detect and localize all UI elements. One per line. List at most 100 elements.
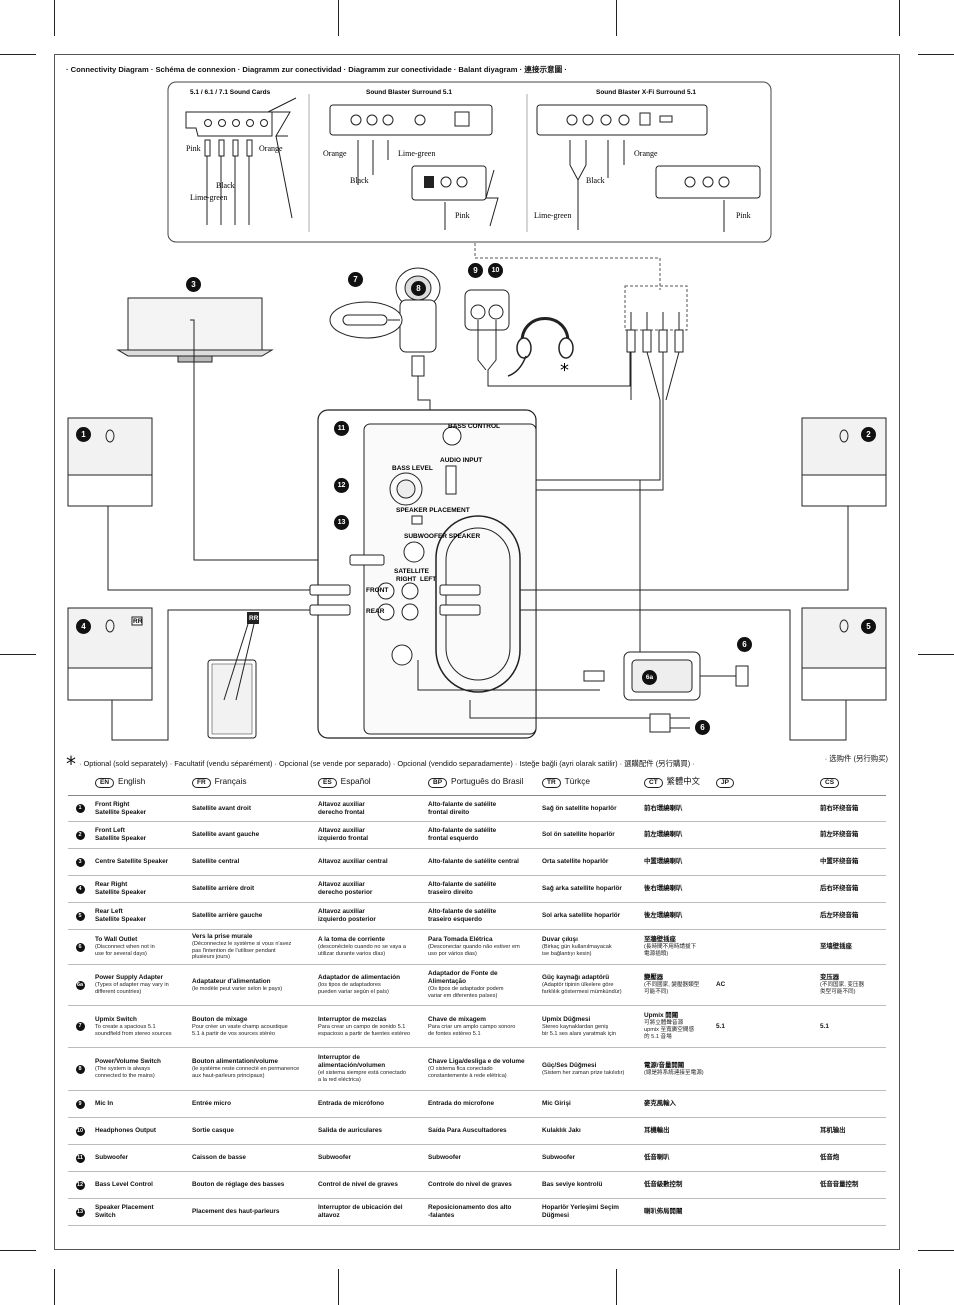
panel-title-sb-surround: Sound Blaster Surround 5.1 [366, 89, 452, 96]
cell-title: Entrada do microfone [428, 1100, 495, 1107]
table-cell-bp: Alto-falante de satélite traseiro direit… [425, 875, 539, 903]
language-code-badge: BP [428, 777, 448, 789]
row-number-badge: 6 [75, 942, 85, 952]
cell-title: Sortie casque [192, 1127, 234, 1134]
rr-tag-cable: RR [249, 615, 259, 622]
cell-title: 低音炮 [820, 1154, 840, 1161]
table-cell-en: Mic In [92, 1090, 189, 1118]
cell-title: Altavoz auxiliar derecho frontal [318, 800, 365, 816]
cable-label-strip [207, 623, 257, 739]
cell-title: Subwoofer [318, 1154, 352, 1161]
centre-satellite-speaker [116, 297, 350, 561]
table-cell-tr: Sol ön satellite hoparlör [539, 821, 641, 849]
callout-6a: 6a [642, 670, 657, 685]
table-cell-es: Adaptador de alimentación(los tipos de a… [315, 964, 425, 1006]
cell-subtitle: To create a spacious 5.1 soundfield from… [95, 1023, 172, 1037]
cell-title: Mic Girişi [542, 1100, 571, 1107]
table-cell-ct: 後右環繞喇叭 [641, 875, 713, 903]
table-cell-ct: Upmix 開關可將立體聲音源 upmix 至寬廣空間感 的 5.1 音場 [641, 1005, 713, 1048]
table-cell-es: Interruptor de ubicación del altavoz [315, 1198, 425, 1226]
cell-title: 5.1 [716, 1022, 725, 1030]
cell-title: Chave de mixagem [428, 1015, 486, 1023]
cell-title: Bouton de mixage [192, 1015, 248, 1023]
table-cell-fr: Adaptateur d'alimentation(le modèle peut… [189, 964, 315, 1006]
table-cell-cs [817, 1198, 886, 1226]
callout-4: 4 [76, 619, 91, 634]
sb-xfi-label-pink: Pink [736, 211, 751, 220]
cell-title: Rear Left Satellite Speaker [95, 908, 147, 923]
cell-title: Speaker Placement Switch [95, 1204, 154, 1219]
cell-title: Para Tomada Elétrica [428, 936, 493, 944]
label-rear: REAR [366, 608, 385, 615]
cell-title: Satellite avant droit [192, 804, 251, 812]
cell-subtitle: (不同國家, 變壓器類型 可能不同) [644, 982, 700, 995]
table-cell-cs: 前左环绕音箱 [817, 821, 886, 849]
row-number-cell: 13 [68, 1198, 92, 1226]
table-cell-cs: 前右环绕音箱 [817, 795, 886, 822]
panel-title-sound-cards: 5.1 / 6.1 / 7.1 Sound Cards [190, 89, 271, 96]
cell-title: Sağ arka satellite hoparlör [542, 885, 622, 892]
cell-title: Bouton de réglage des basses [192, 1181, 285, 1188]
table-cell-bp: Controle do nivel de graves [425, 1171, 539, 1199]
cell-title: A la toma de corriente [318, 936, 385, 944]
language-name: Français [214, 775, 247, 786]
language-name: English [118, 775, 146, 786]
callout-11: 11 [334, 421, 349, 436]
sound-card-label-black: Black [216, 181, 235, 190]
table-cell-jp [713, 821, 817, 849]
row-number-badge: 8 [75, 1064, 85, 1074]
cell-title: 低音音量控制 [820, 1181, 859, 1188]
sb-xfi-label-orange: Orange [634, 149, 658, 158]
cell-title: Upmix Switch [95, 1015, 137, 1023]
table-cell-cs: 中置环绕音箱 [817, 848, 886, 876]
page-frame [54, 54, 900, 1250]
table-cell-en: To Wall Outlet(Disconnect when not in us… [92, 929, 189, 965]
cell-title: 前左環繞喇叭 [644, 831, 683, 838]
cell-title: Entrée micro [192, 1100, 232, 1107]
sound-card-label-orange: Orange [259, 144, 283, 153]
callout-10: 10 [488, 263, 503, 278]
table-cell-en: Rear Right Satellite Speaker [92, 875, 189, 903]
row-number-cell: 6 [68, 929, 92, 965]
cell-title: 中置环绕音箱 [820, 858, 859, 865]
cell-title: Upmix 開關 [644, 1012, 679, 1020]
cell-subtitle: (le modèle peut varier selon le pays) [192, 985, 283, 992]
cell-title: 前左环绕音箱 [820, 831, 859, 838]
satellite-speaker-rear-left [801, 607, 887, 701]
cell-title: Headphones Output [95, 1127, 157, 1134]
mic-headphone-jacks [464, 289, 631, 387]
table-cell-tr: Mic Girişi [539, 1090, 641, 1118]
cell-title: Hoparlör Yerleşimi Seçim Düğmesi [542, 1204, 619, 1219]
table-cell-es: Altavoz auxiliar izquierdo posterior [315, 902, 425, 930]
table-row: 6 To Wall Outlet(Disconnect when not in u… [68, 929, 886, 965]
cell-title: Control de nivel de graves [318, 1181, 398, 1188]
optional-note: *· Optional (sold separately) · Facultat… [66, 752, 896, 776]
optional-text: · Optional (sold separately) · Facultati… [79, 759, 695, 768]
table-cell-tr: Sağ ön satellite hoparlör [539, 795, 641, 822]
cell-title: 中置環繞喇叭 [644, 858, 683, 865]
cell-subtitle: (總是將系統連接至電源) [644, 1069, 704, 1076]
table-cell-jp [713, 1198, 817, 1226]
row-number-cell: 1 [68, 795, 92, 822]
language-name: Português do Brasil [451, 775, 524, 786]
cell-title: 喇叭佈局開關 [644, 1208, 683, 1215]
rca-plugs [309, 554, 481, 616]
table-cell-jp [713, 929, 817, 965]
table-cell-cs: 后右环绕音箱 [817, 875, 886, 903]
cell-title: Güç kaynağı adaptörü [542, 974, 610, 982]
table-cell-en: Power Supply Adapter(Types of adapter ma… [92, 964, 189, 1006]
table-cell-fr: Vers la prise murale(Déconnectez le syst… [189, 929, 315, 965]
row-number-cell: 10 [68, 1117, 92, 1145]
table-cell-fr: Satellite avant droit [189, 795, 315, 822]
cell-title: Satellite arrière gauche [192, 912, 263, 919]
table-cell-fr: Satellite avant gauche [189, 821, 315, 849]
language-name: Türkçe [564, 775, 591, 786]
row-number-badge: 1 [75, 804, 85, 813]
